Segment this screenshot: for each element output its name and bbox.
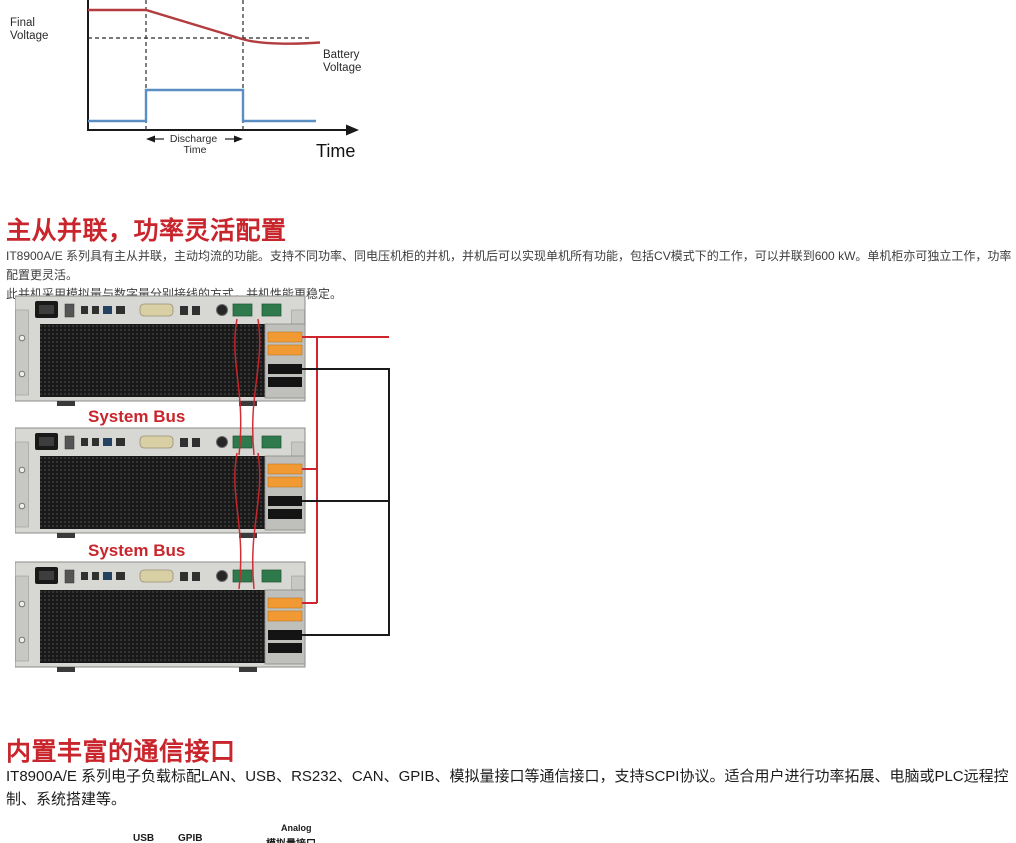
final-voltage-label: Final Voltage bbox=[10, 17, 48, 42]
parallel-connection-figure: System Bus System Bus bbox=[14, 293, 415, 685]
time-axis-label: Time bbox=[316, 141, 355, 161]
parallel-section-heading: 主从并联，功率灵活配置 bbox=[6, 217, 287, 245]
x-axis-arrow bbox=[346, 124, 359, 136]
parallel-body-line: IT8900A/E 系列具有主从并联，主动均流的功能。支持不同功率、同电压机柜的… bbox=[6, 249, 1012, 282]
discharge-time-arrows bbox=[146, 135, 243, 143]
system-bus-label: System Bus bbox=[88, 407, 185, 426]
system-bus-label: System Bus bbox=[88, 541, 185, 560]
battery-voltage-curve bbox=[88, 8, 321, 45]
usb-port-label: USB bbox=[133, 833, 155, 843]
discharge-curve-figure: Final Voltage Battery Voltage Discharge … bbox=[0, 0, 385, 164]
parallel-section-body: IT8900A/E 系列具有主从并联，主动均流的功能。支持不同功率、同电压机柜的… bbox=[6, 247, 1012, 304]
comm-interface-figure: USB GPIB Analog 模拟量接口 bbox=[100, 816, 420, 843]
rack-unit-3 bbox=[14, 561, 306, 673]
analog-port-label-cn: 模拟量接口 bbox=[266, 835, 316, 843]
analog-port-label-en: Analog bbox=[281, 823, 312, 833]
discharge-time-label: Discharge Time bbox=[170, 133, 220, 156]
rack-unit-2 bbox=[14, 427, 306, 539]
rack-unit-1 bbox=[14, 295, 306, 407]
parallel-connection-diagram: System Bus System Bus bbox=[14, 295, 390, 673]
discharge-pulse-waveform bbox=[88, 88, 316, 123]
comm-section-heading: 内置丰富的通信接口 bbox=[6, 738, 236, 766]
comm-section-body: IT8900A/E 系列电子负载标配LAN、USB、RS232、CAN、GPIB… bbox=[6, 768, 1009, 808]
negative-bus-wires bbox=[302, 368, 390, 636]
system-bus-cables bbox=[234, 318, 261, 590]
gpib-port-label: GPIB bbox=[178, 833, 203, 843]
positive-bus-wires bbox=[302, 336, 389, 604]
battery-voltage-label: Battery Voltage bbox=[323, 49, 363, 74]
discharge-curve-chart: Final Voltage Battery Voltage Discharge … bbox=[10, 0, 363, 161]
